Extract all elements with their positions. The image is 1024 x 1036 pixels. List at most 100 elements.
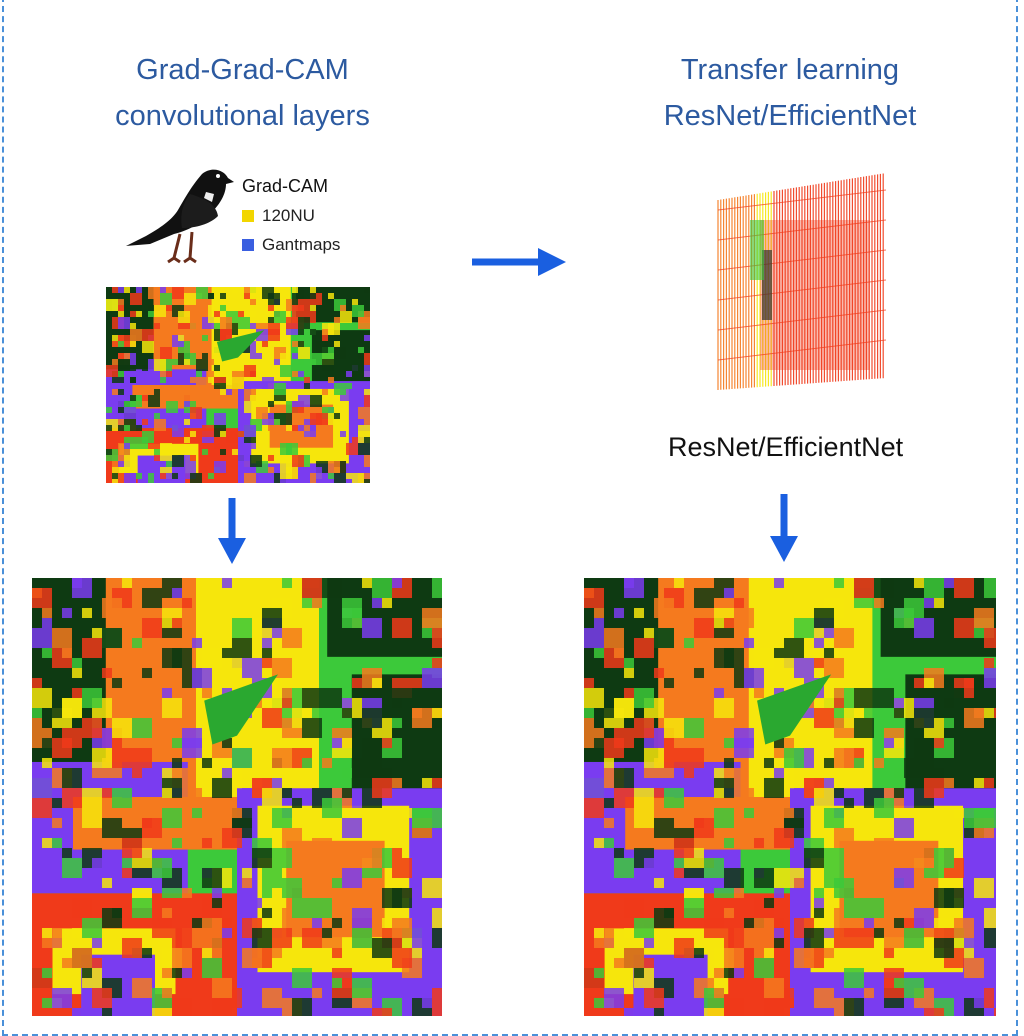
heat-cell — [262, 648, 272, 658]
heat-cell — [272, 748, 292, 768]
heat-cell — [214, 311, 220, 317]
heat-cell — [92, 958, 102, 968]
heat-cell — [148, 395, 160, 407]
heat-cell — [624, 1008, 644, 1016]
heat-cell — [118, 425, 124, 431]
heat-cell — [364, 437, 370, 443]
heat-cell — [894, 818, 914, 838]
heat-cell — [192, 918, 202, 928]
heat-cell — [310, 353, 322, 365]
heat-cell — [984, 668, 996, 688]
heat-cell — [644, 768, 654, 778]
heat-cell — [844, 968, 864, 988]
heat-cell — [774, 938, 784, 948]
heat-cell — [694, 668, 704, 678]
heat-cell — [334, 425, 340, 431]
heat-cell — [232, 638, 252, 658]
heat-cell — [724, 868, 744, 888]
heat-cell — [604, 818, 614, 828]
heat-cell — [984, 578, 996, 598]
heat-cell — [774, 868, 794, 888]
heat-cell — [834, 928, 854, 948]
heat-cell — [684, 748, 704, 768]
heat-cell — [804, 928, 824, 948]
heat-cell — [594, 968, 604, 978]
heat-cell — [152, 1008, 172, 1016]
heat-cell — [244, 293, 250, 299]
heat-cell — [112, 389, 118, 395]
heat-cell — [214, 461, 226, 473]
heat-cell — [604, 758, 614, 768]
heat-cell — [372, 938, 392, 958]
legend-swatch — [242, 239, 254, 251]
heat-cell — [132, 978, 152, 998]
heat-cell — [118, 317, 130, 329]
heat-cell — [52, 708, 62, 718]
heat-feature — [204, 674, 278, 745]
heat-cell — [242, 878, 252, 888]
heat-cell — [784, 748, 804, 768]
heat-cell — [42, 738, 52, 748]
heat-cell — [594, 738, 604, 748]
heat-cell — [312, 598, 322, 608]
heat-cell — [774, 768, 784, 778]
heat-cell — [984, 708, 994, 718]
heat-cell — [964, 958, 984, 978]
heat-cell — [714, 988, 724, 998]
heat-cell — [734, 998, 744, 1008]
heat-cell — [298, 347, 310, 359]
heat-cell — [824, 848, 844, 868]
heat-cell — [272, 928, 292, 948]
heat-cell — [914, 908, 934, 928]
heat-cell — [282, 578, 292, 588]
heat-cell — [624, 578, 644, 598]
heat-cell — [202, 758, 212, 768]
heat-cell — [864, 708, 874, 718]
heat-cell — [172, 588, 182, 598]
heat-cell — [824, 758, 834, 768]
heat-cell — [432, 988, 442, 998]
heat-cell — [172, 838, 182, 848]
heat-cell — [154, 389, 160, 395]
heat-cell — [402, 688, 412, 698]
heat-cell — [178, 389, 190, 401]
heat-cell — [262, 788, 282, 808]
heat-cell — [594, 998, 604, 1008]
heat-cell — [874, 688, 894, 708]
heat-cell — [734, 788, 754, 808]
heat-cell — [334, 317, 340, 323]
heat-cell — [372, 678, 382, 688]
heat-cell — [714, 688, 724, 698]
heat-cell — [764, 948, 774, 958]
heat-cell — [664, 678, 674, 688]
heat-cell — [412, 708, 422, 718]
heat-cell — [944, 778, 954, 788]
heat-cell — [884, 928, 904, 948]
heat-cell — [172, 425, 184, 437]
heat-cell — [432, 1008, 442, 1016]
heat-cell — [202, 648, 222, 668]
heat-cell — [340, 431, 346, 437]
heat-cell — [182, 598, 192, 608]
heat-cell — [814, 658, 824, 668]
heat-cell — [122, 578, 132, 588]
heat-cell — [166, 371, 172, 377]
heat-cell — [162, 908, 172, 918]
heat-cell — [328, 473, 334, 479]
heat-cell — [132, 748, 152, 768]
heat-cell — [674, 858, 684, 868]
heat-cell — [82, 688, 102, 708]
heat-cell — [136, 425, 142, 431]
heat-cell — [352, 978, 372, 998]
heat-cell — [142, 948, 152, 958]
heat-cell — [422, 878, 442, 898]
heat-cell — [834, 788, 844, 798]
heat-cell — [382, 598, 392, 608]
heat-cell — [208, 305, 214, 311]
heat-cell — [328, 293, 334, 299]
heat-cell — [124, 287, 130, 293]
heat-cell — [232, 449, 238, 455]
heat-cell — [142, 818, 152, 828]
heat-cell — [894, 698, 904, 708]
heat-cell — [340, 311, 352, 323]
